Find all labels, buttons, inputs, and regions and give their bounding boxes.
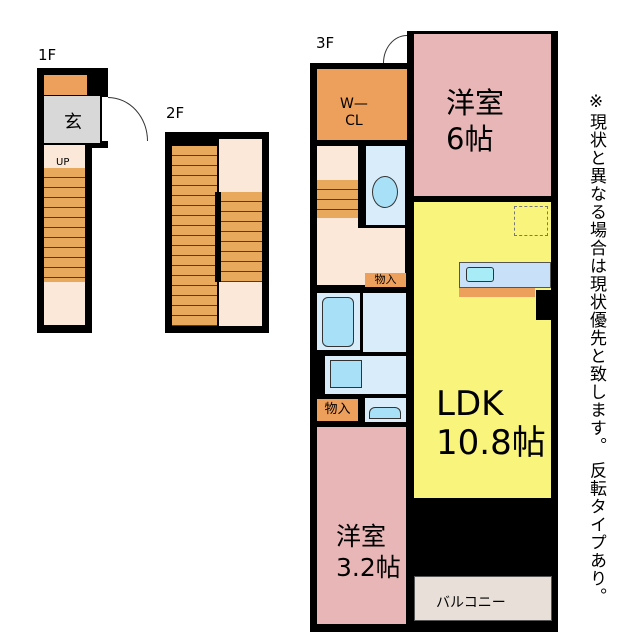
stairs-2f-right <box>221 192 262 282</box>
ldk-size: 10.8帖 <box>436 423 546 463</box>
stairs-3f <box>317 180 358 218</box>
landing-2f-top <box>219 139 262 192</box>
bedroom-6-size: 6帖 <box>446 122 494 156</box>
balcony-label: バルコニー <box>436 595 506 611</box>
stairs-2f-left <box>172 146 217 326</box>
washroom <box>363 293 406 352</box>
floor-label-3f: 3F <box>316 34 335 52</box>
balcony <box>414 576 552 621</box>
sink-icon <box>369 407 401 419</box>
entrance <box>44 96 100 143</box>
entry-door-3f[interactable] <box>383 35 407 63</box>
bedroom-3-2-size: 3.2帖 <box>336 553 401 582</box>
bedroom-6 <box>414 34 551 196</box>
entrance-label: 玄 <box>64 112 82 133</box>
walk-in-closet <box>317 69 407 140</box>
walk-in-closet-label: W— CL <box>340 96 368 129</box>
bathtub-icon <box>322 297 354 347</box>
shoe-storage <box>44 75 87 95</box>
stair-wall-2f <box>215 192 221 282</box>
front-door-opening <box>102 97 108 141</box>
floor-label-2f: 2F <box>166 104 185 122</box>
front-door[interactable] <box>108 97 148 141</box>
storage-2: 物入 <box>317 399 358 421</box>
ldk <box>414 202 551 498</box>
washing-machine-icon <box>330 360 362 388</box>
storage-1: 物入 <box>365 273 406 287</box>
disclaimer-note: ※現状と異なる場合は現状優先と致します。 反転タイプあり。 <box>586 92 606 606</box>
landing-1f-bottom <box>44 282 85 325</box>
landing-1f <box>44 145 85 168</box>
bedroom-6-name: 洋室 <box>446 86 505 120</box>
up-label: UP <box>56 157 70 168</box>
bedroom-3-2-name: 洋室 <box>336 522 387 551</box>
ldk-name: LDK <box>436 384 504 424</box>
toilet-icon <box>372 176 398 208</box>
floor-label-1f: 1F <box>38 46 57 64</box>
ceiling-hatch-icon <box>514 206 548 236</box>
landing-2f-bottom <box>219 282 262 326</box>
pillar <box>536 290 551 320</box>
kitchen-counter-bar <box>459 288 535 297</box>
bedroom-3-2 <box>317 427 406 624</box>
kitchen-sink-icon <box>466 267 494 282</box>
stairs-1f <box>44 168 85 282</box>
